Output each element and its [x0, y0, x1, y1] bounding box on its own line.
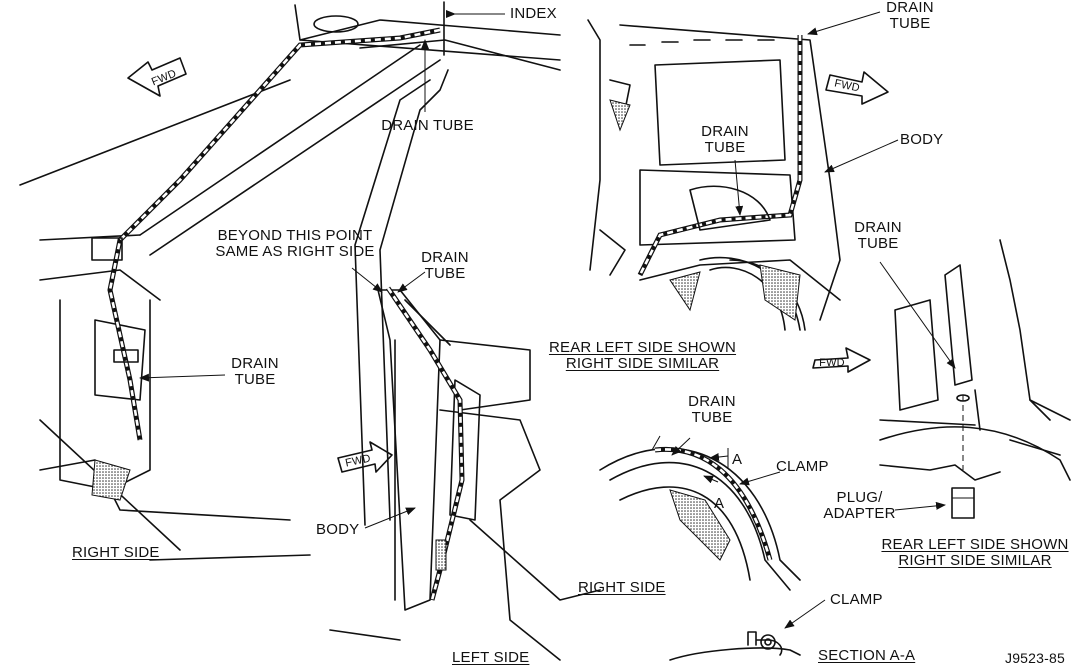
- fwd-arrow-2: [337, 441, 393, 473]
- drain-tube-label-top-center: DRAIN TUBE: [381, 117, 474, 134]
- section-aa-view: [669, 599, 826, 661]
- left-side-view: [329, 267, 601, 661]
- caption-rear-left-bottom: REAR LEFT SIDE SHOWN RIGHT SIDE SIMILAR: [881, 536, 1069, 569]
- drain-tube-label-top-right: DRAIN TUBE: [886, 0, 934, 32]
- beyond-point-note: BEYOND THIS POINT SAME AS RIGHT SIDE: [215, 227, 375, 260]
- caption-left-side: LEFT SIDE: [452, 649, 530, 666]
- drain-tube-label-rear-side: DRAIN TUBE: [854, 219, 902, 252]
- clamp-label-wheel: CLAMP: [776, 458, 829, 475]
- rear-left-lower-view: [879, 239, 1071, 519]
- drain-tube-label-wheel: DRAIN TUBE: [688, 393, 736, 426]
- wheel-arch-view: [599, 435, 801, 591]
- caption-right-side-main: RIGHT SIDE: [72, 544, 160, 561]
- section-marker-a-2: A: [714, 495, 725, 512]
- rear-left-interior-view: [587, 11, 899, 331]
- body-label-rear: BODY: [900, 131, 944, 148]
- section-marker-a-1: A: [732, 451, 743, 468]
- caption-section-aa: SECTION A-A: [818, 647, 916, 664]
- plug-adapter-label: PLUG/ ADAPTER: [823, 489, 896, 522]
- index-label: INDEX: [510, 5, 557, 22]
- fwd-arrow-1: [127, 57, 187, 97]
- fwd-label-4: FWD: [819, 357, 845, 369]
- figure-id: J9523-85: [1005, 650, 1065, 666]
- fwd-arrow-3: [825, 71, 889, 105]
- caption-rear-left-top: REAR LEFT SIDE SHOWN RIGHT SIDE SIMILAR: [548, 339, 737, 372]
- fwd-arrow-4: [812, 347, 871, 373]
- right-side-view: [19, 1, 561, 561]
- caption-right-side-wheel: RIGHT SIDE: [578, 579, 666, 596]
- drain-tube-label-left-pillar: DRAIN TUBE: [421, 249, 469, 282]
- clamp-label-section: CLAMP: [830, 591, 883, 608]
- drain-tube-label-rear-interior: DRAIN TUBE: [701, 123, 749, 156]
- body-label-left: BODY: [316, 521, 360, 538]
- drain-tube-label-right-side: DRAIN TUBE: [231, 355, 279, 388]
